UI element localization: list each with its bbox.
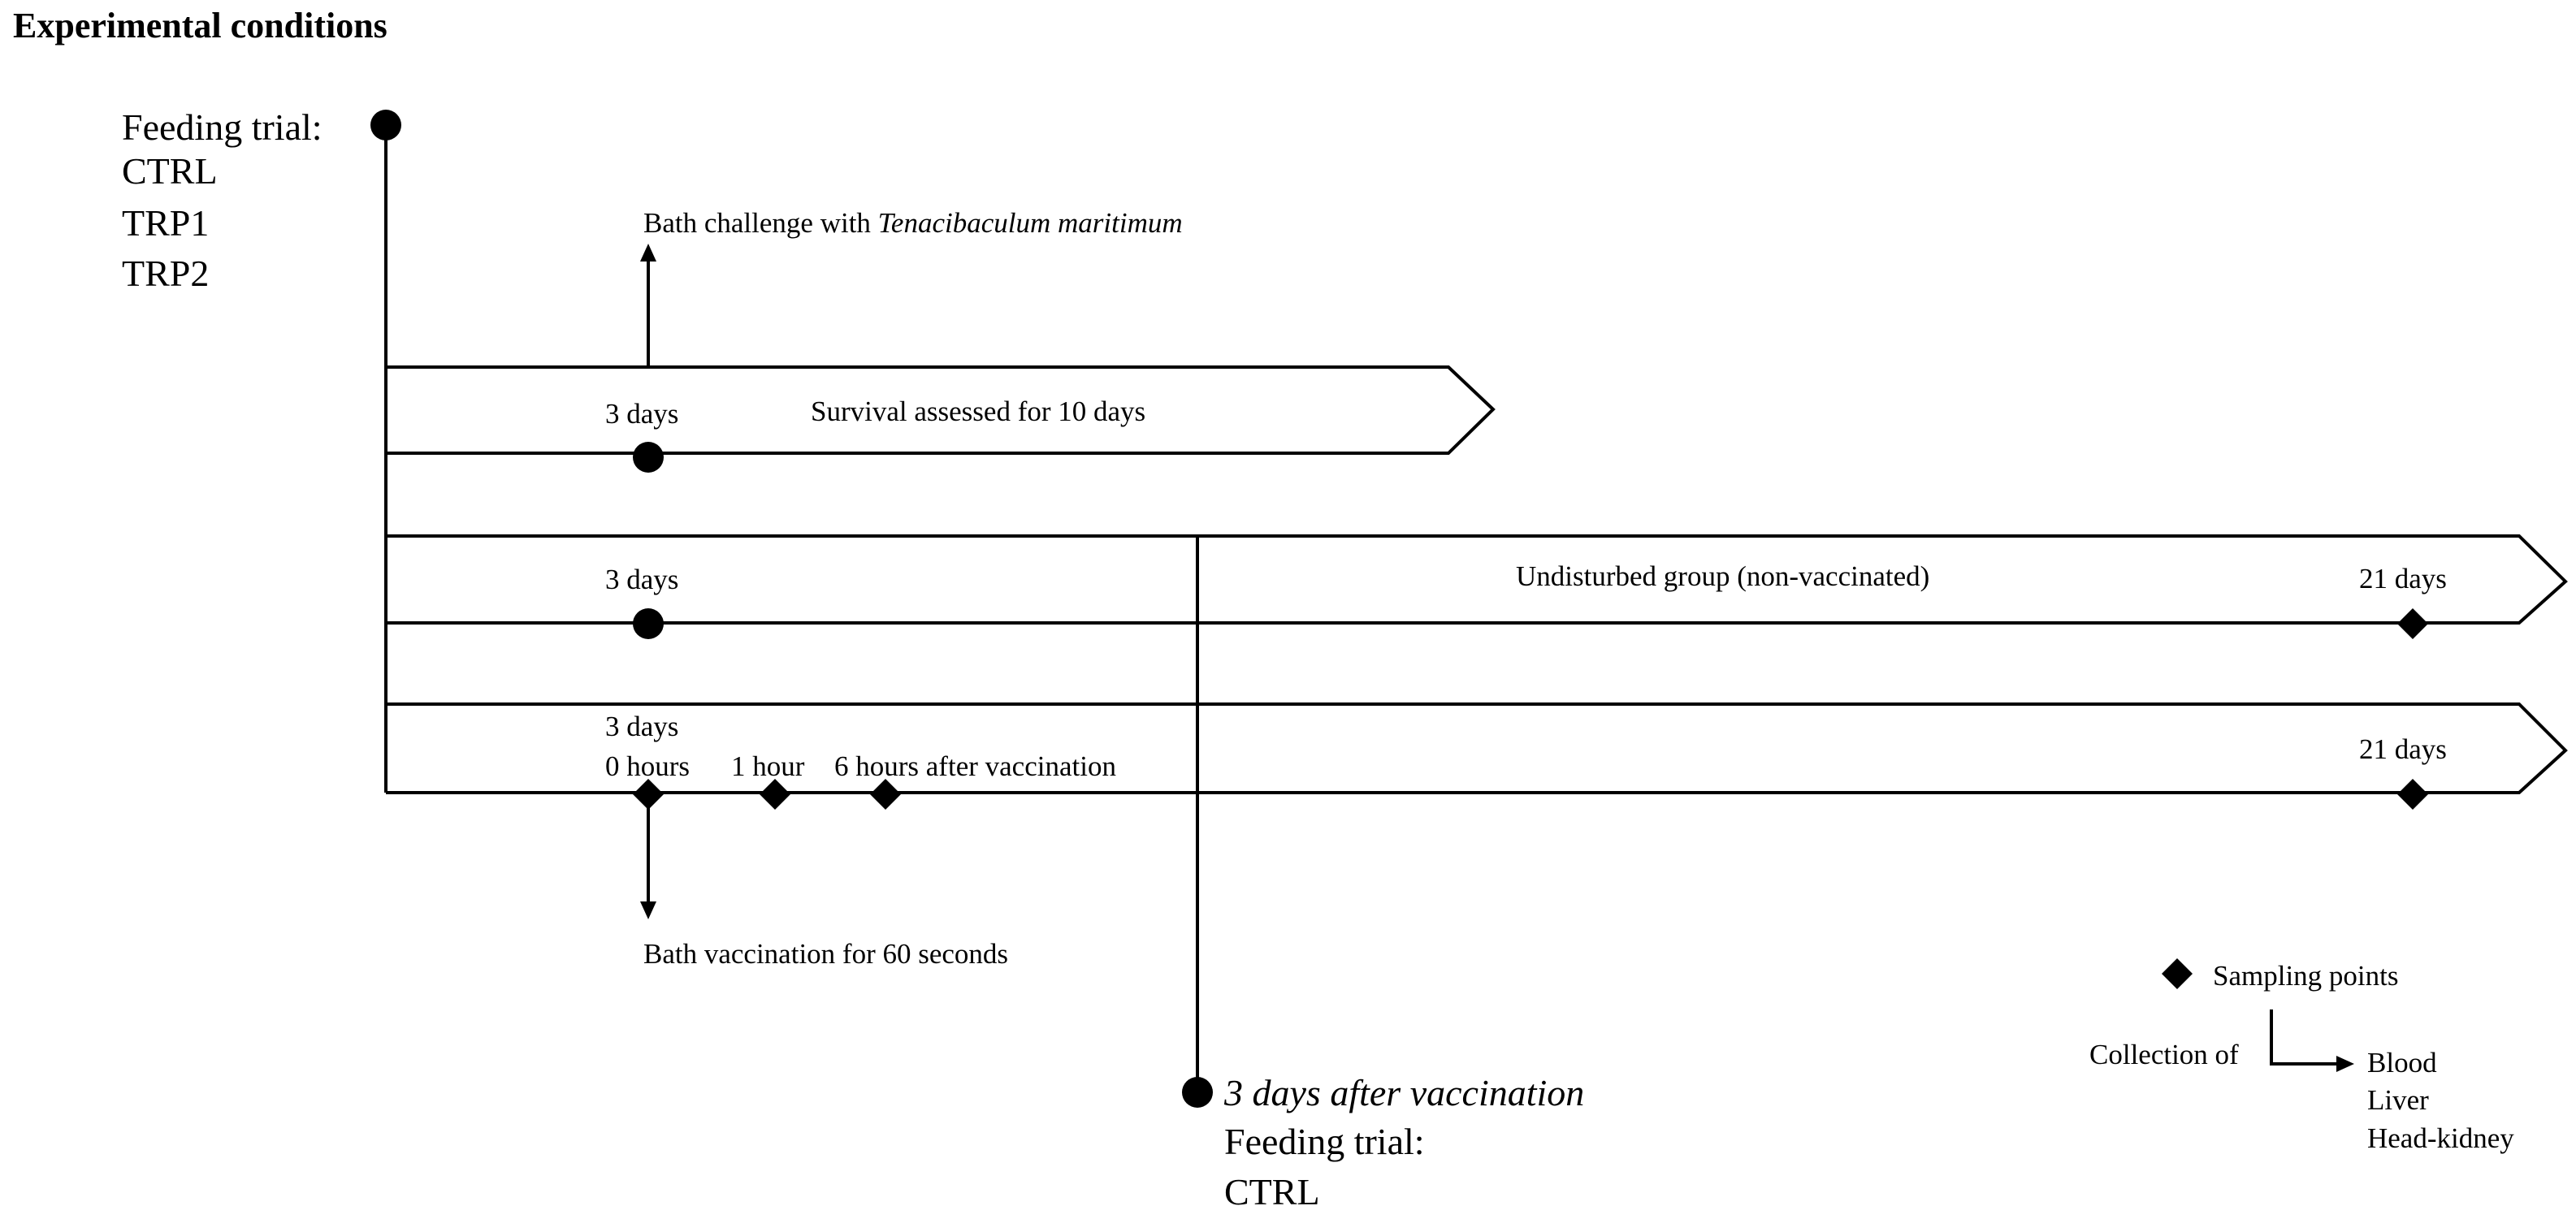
group-trp1: TRP1 <box>122 202 209 244</box>
undisturbed-end-label: 21 days <box>2359 563 2447 594</box>
legend-collection-arrow <box>2270 1009 2338 1066</box>
after-vaccination-group: CTRL <box>1224 1171 1320 1213</box>
vaccinated-end-label: 21 days <box>2359 733 2447 765</box>
vaccination-label: Bath vaccination for 60 seconds <box>643 938 1008 970</box>
vaccinated-t6-label: 6 hours after vaccination <box>834 750 1116 782</box>
survival-day3-dot <box>633 442 664 473</box>
legend-item-liver: Liver <box>2367 1084 2429 1116</box>
legend-sampling-label: Sampling points <box>2213 960 2399 992</box>
challenge-arrowhead <box>640 244 656 262</box>
survival-day-label: 3 days <box>605 398 678 430</box>
undisturbed-label: Undisturbed group (non-vaccinated) <box>1516 560 1929 592</box>
survival-label: Survival assessed for 10 days <box>811 396 1145 427</box>
vaccinated-day21-diamond <box>2397 779 2428 810</box>
vaccinated-t1-label: 1 hour <box>731 750 805 782</box>
challenge-label: Bath challenge with Tenacibaculum mariti… <box>643 207 1183 239</box>
group-ctrl: CTRL <box>122 150 218 192</box>
legend-item-head-kidney: Head-kidney <box>2367 1122 2514 1154</box>
vaccinated-t0-label: 0 hours <box>605 750 690 782</box>
vaccinated-day-label: 3 days <box>605 711 678 742</box>
diagram-title: Experimental conditions <box>13 6 387 45</box>
feeding-trial-label: Feeding trial: <box>122 106 323 148</box>
after-vaccination-label: Feeding trial: <box>1224 1121 1425 1162</box>
vaccinated-arrow <box>386 702 2568 794</box>
vaccination-arrowhead <box>640 901 656 919</box>
legend-item-blood: Blood <box>2367 1047 2437 1079</box>
legend-diamond <box>2162 958 2193 989</box>
undisturbed-day-label: 3 days <box>605 564 678 595</box>
survival-arrow <box>386 365 1496 455</box>
undisturbed-day3-dot <box>633 608 664 639</box>
undisturbed-day21-diamond <box>2397 608 2428 639</box>
legend-collection-arrowhead <box>2336 1056 2354 1072</box>
after-vaccination-dot <box>1182 1077 1213 1108</box>
legend-collection-label: Collection of <box>2089 1039 2239 1070</box>
vaccinated-1h-diamond <box>760 779 790 810</box>
group-trp2: TRP2 <box>122 253 209 294</box>
undisturbed-arrow <box>386 534 2568 625</box>
after-vaccination-heading: 3 days after vaccination <box>1223 1072 1584 1113</box>
vaccinated-6h-diamond <box>870 779 901 810</box>
